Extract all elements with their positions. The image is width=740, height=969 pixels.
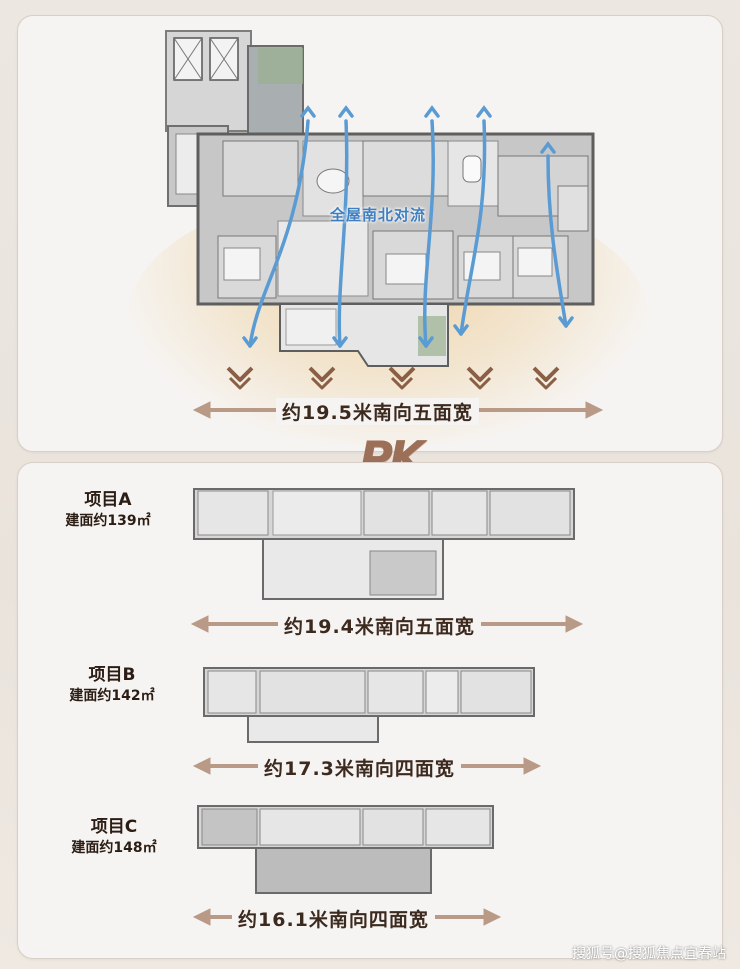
source-watermark: 搜狐号@搜狐焦点宜春站	[572, 946, 726, 962]
project-b-area: 建面约142㎡	[69, 688, 155, 704]
project-a-name: 项目A	[84, 490, 132, 510]
flow-label: 全屋南北对流	[330, 206, 427, 224]
project-c-width-caption: 约16.1米南向四面宽	[232, 905, 435, 932]
project-b-width-caption: 约17.3米南向四面宽	[258, 754, 461, 781]
project-floor-plans	[190, 488, 584, 926]
project-a-label: 项目A 建面约139㎡	[38, 489, 178, 531]
comparison-panel-main: 全屋南北对流 约19.5米南向五面宽	[17, 15, 723, 452]
project-c-name: 项目C	[90, 817, 138, 837]
project-b-label: 项目B 建面约142㎡	[42, 664, 182, 706]
project-a-width-caption: 约19.4米南向五面宽	[278, 612, 481, 639]
project-a-plan	[193, 488, 575, 600]
project-b-name: 项目B	[88, 665, 136, 685]
project-c-area: 建面约148㎡	[71, 840, 157, 856]
comparison-panel-projects: 项目A 建面约139㎡	[17, 462, 723, 959]
main-floor-plan	[165, 30, 604, 419]
project-c-plan	[197, 805, 494, 894]
sun-chevrons	[226, 366, 560, 390]
project-a-area: 建面约139㎡	[65, 513, 151, 529]
apartment-body	[196, 132, 595, 367]
project-c-label: 项目C 建面约148㎡	[44, 816, 184, 858]
project-b-plan	[203, 667, 535, 743]
main-width-caption: 约19.5米南向五面宽	[276, 398, 479, 425]
airflow-arrows	[242, 105, 574, 348]
